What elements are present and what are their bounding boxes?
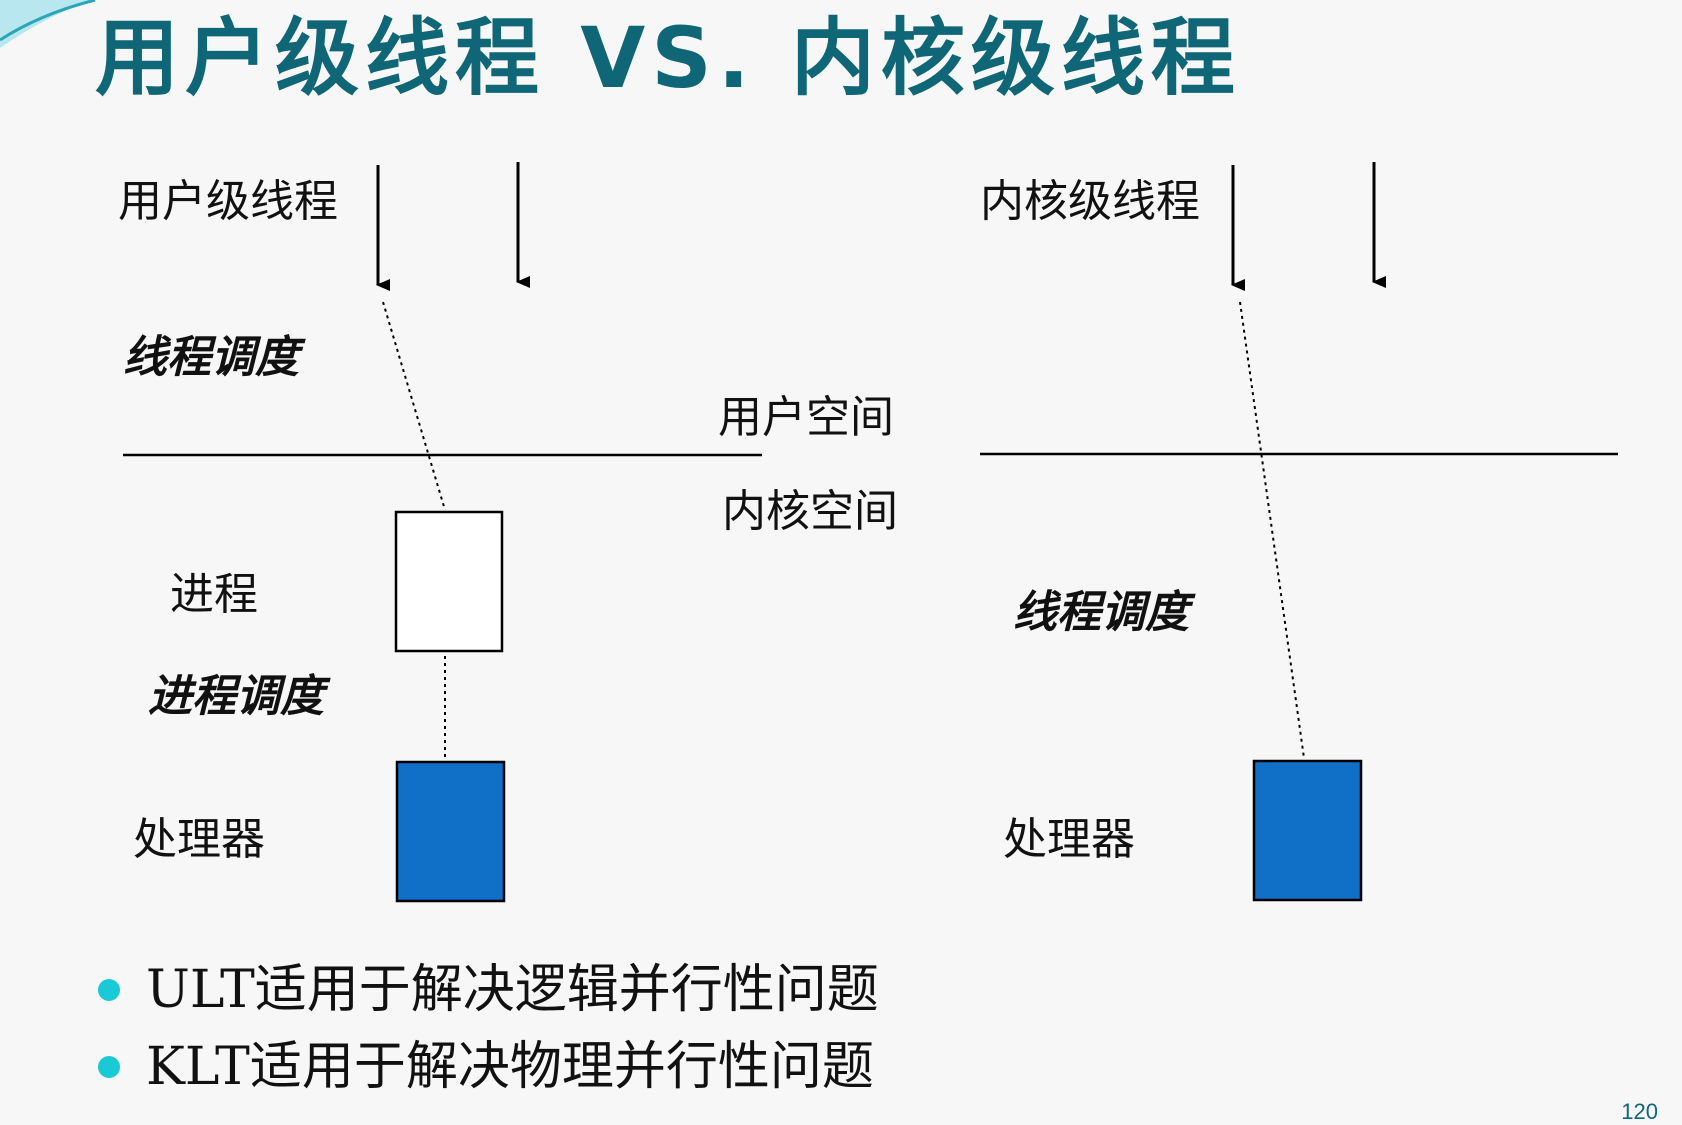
right-dotted-connector [1239, 301, 1305, 759]
slide-title: 用户级线程 VS. 内核级线程 [95, 9, 1241, 107]
process-box [394, 510, 504, 653]
left-dotted-connector-1 [382, 301, 446, 511]
right-processor-box [1252, 759, 1363, 902]
bullet-dot-1 [98, 979, 120, 1001]
right-thread-schedule-label: 线程调度 [1013, 587, 1189, 638]
right-processor-label: 处理器 [1003, 814, 1135, 865]
bullet-dot-2 [98, 1056, 120, 1078]
left-header-label: 用户级线程 [118, 176, 338, 227]
corner-decoration [0, 0, 96, 48]
right-header-label: 内核级线程 [980, 176, 1200, 227]
process-label: 进程 [170, 569, 258, 620]
kernel-space-label: 内核空间 [722, 486, 898, 537]
user-space-label: 用户空间 [718, 392, 894, 443]
bullet-text-2: KLT适用于解决物理并行性问题 [146, 1037, 874, 1097]
bullet-text-1: ULT适用于解决逻辑并行性问题 [146, 960, 879, 1020]
left-thread-schedule-label: 线程调度 [123, 332, 299, 383]
left-processor-box [395, 760, 506, 903]
left-processor-label: 处理器 [133, 814, 265, 865]
page-number: 120 [1621, 1099, 1658, 1124]
process-schedule-label: 进程调度 [148, 671, 324, 722]
